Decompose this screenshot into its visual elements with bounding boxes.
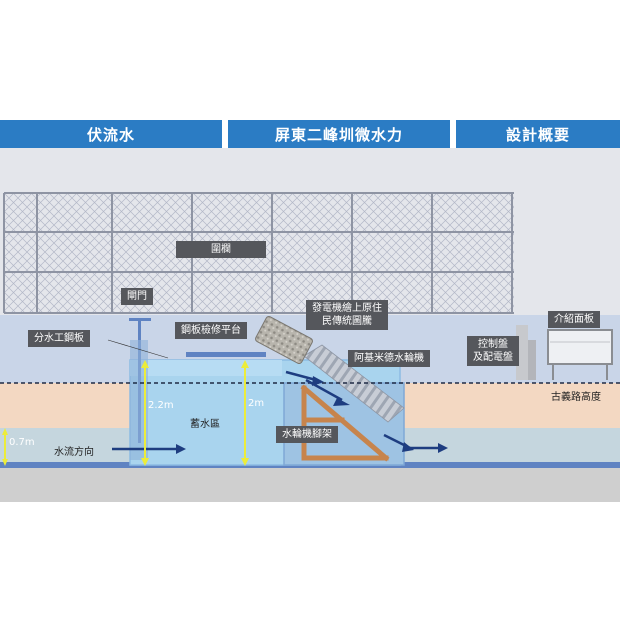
- dimension-markers: [2, 360, 249, 466]
- waterwheel-frame: [300, 384, 390, 462]
- ground-bottom: [0, 462, 620, 502]
- label-platform: 鋼板檢修平台: [175, 322, 247, 339]
- label-flow-direction: 水流方向: [54, 447, 94, 458]
- tab-underflow[interactable]: 伏流水: [0, 120, 222, 148]
- dimension-storage: 2.2m: [148, 400, 174, 411]
- micro-hydro-diagram: [0, 148, 620, 502]
- header-tabs: 伏流水 屏東二峰圳微水力 設計概要: [0, 120, 620, 148]
- info-board: [547, 329, 613, 380]
- gate: [129, 318, 151, 460]
- label-control-panel: 控制盤 及配電盤: [467, 336, 519, 366]
- storage-water-top: [130, 360, 282, 376]
- control-panel: [516, 325, 536, 380]
- label-storage: 蓄水區: [190, 419, 220, 430]
- label-info-board: 介紹面板: [548, 311, 600, 328]
- diversion-plate-leader: [107, 339, 169, 359]
- label-road-level: 古義路高度: [551, 392, 601, 403]
- label-diversion-plate: 分水工鋼板: [28, 330, 90, 347]
- flow-arrows: [112, 370, 448, 454]
- label-gate: 閘門: [121, 288, 153, 305]
- dimension-wheel: 2m: [248, 398, 265, 409]
- steel-maintenance-platform: [186, 352, 266, 357]
- label-fence: 圍欄: [176, 241, 266, 258]
- generator-totem: [255, 315, 313, 365]
- dimension-stream: 0.7m: [9, 437, 35, 448]
- label-waterwheel: 阿基米德水輪機: [348, 350, 430, 367]
- tab-design-overview[interactable]: 設計概要: [456, 120, 620, 148]
- tab-micro-hydro[interactable]: 屏東二峰圳微水力: [228, 120, 450, 148]
- label-totem: 發電機繪上原住 民傳統圖騰: [306, 300, 388, 330]
- label-wheel-frame: 水輪機腳架: [276, 426, 338, 443]
